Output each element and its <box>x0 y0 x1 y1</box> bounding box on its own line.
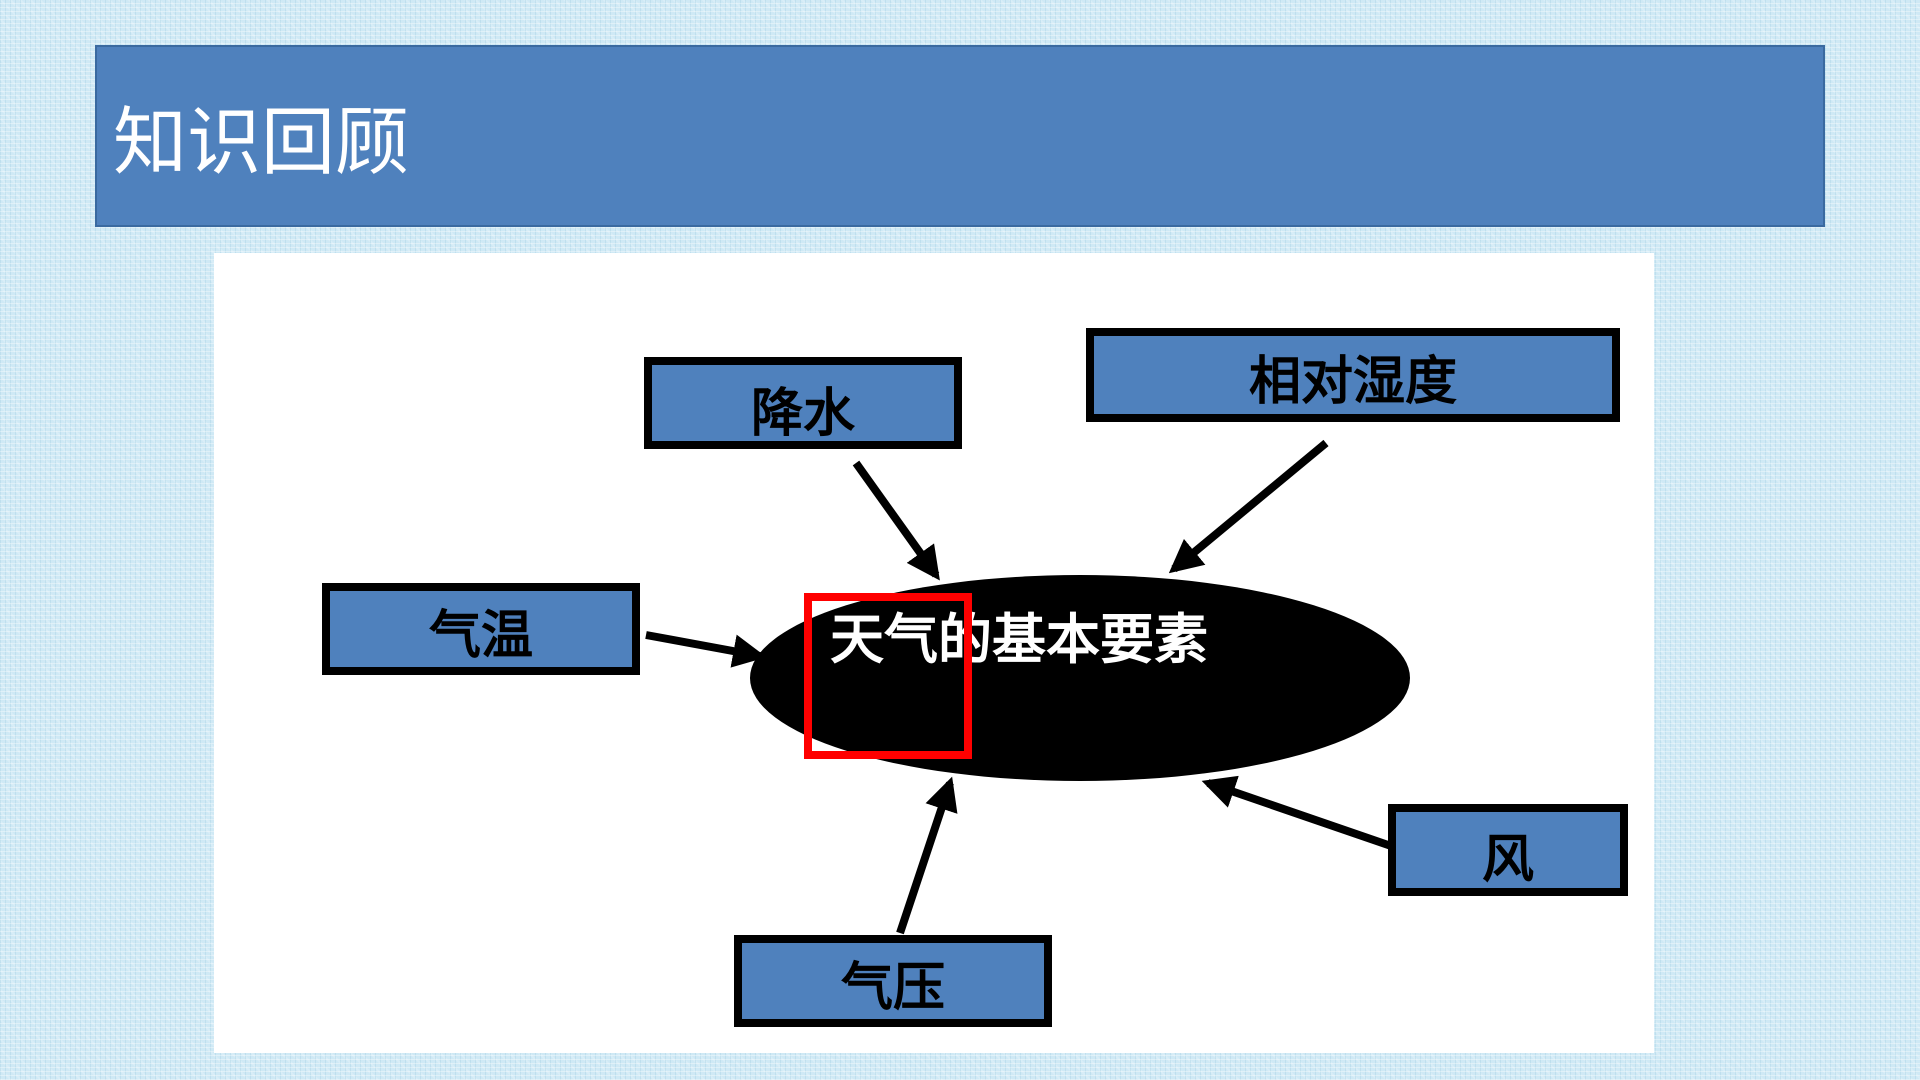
node-label: 气压 <box>841 958 945 1018</box>
node-label: 降水 <box>751 384 856 444</box>
node-humidity: 相对湿度 <box>1086 328 1620 422</box>
node-temperature: 气温 <box>322 583 640 675</box>
slide-title: 知识回顾 <box>113 99 409 186</box>
node-label: 风 <box>1482 830 1534 890</box>
node-wind: 风 <box>1388 804 1628 896</box>
diagram-arrows <box>645 439 1396 935</box>
highlight-box <box>804 593 972 759</box>
node-box <box>1388 804 1628 896</box>
arrow-pressure <box>896 776 958 935</box>
arrow-wind <box>1201 775 1396 851</box>
node-pressure: 气压 <box>734 935 1052 1027</box>
arrow-precipitation <box>852 460 940 581</box>
weather-elements-diagram: 天气的基本要素 降水 相对湿度 气温 风 气压 <box>322 328 1628 1027</box>
node-box <box>1086 328 1620 422</box>
node-box <box>734 935 1052 1027</box>
node-label: 气温 <box>429 606 533 666</box>
center-ellipse <box>750 575 1410 781</box>
arrow-temperature <box>645 631 767 668</box>
center-node: 天气的基本要素 <box>750 575 1410 781</box>
node-box <box>644 357 962 449</box>
center-label: 天气的基本要素 <box>830 608 1208 671</box>
node-precipitation: 降水 <box>644 357 962 449</box>
node-box <box>322 583 640 675</box>
node-label: 相对湿度 <box>1249 352 1457 412</box>
diagram-panel: 天气的基本要素 降水 相对湿度 气温 风 气压 <box>214 253 1654 1053</box>
arrow-humidity <box>1168 439 1329 574</box>
title-bar: 知识回顾 <box>95 45 1825 227</box>
